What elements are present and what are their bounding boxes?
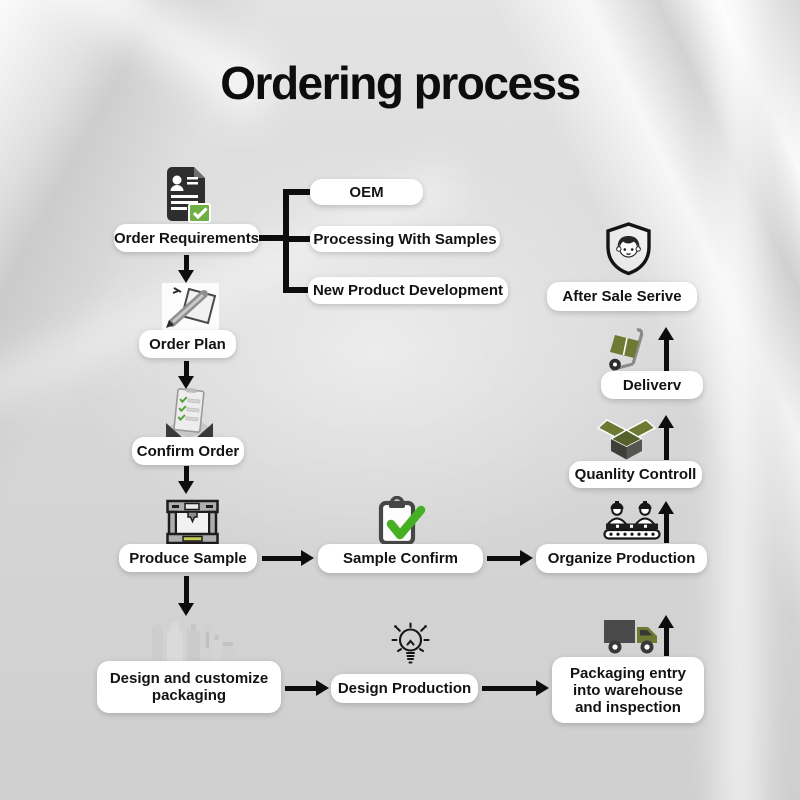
connector-line: [289, 236, 310, 242]
node-oem: OEM: [310, 179, 423, 205]
flow-arrow-down: [178, 576, 194, 616]
clipboard-check-icon: [378, 496, 426, 545]
node-label: Packaging entry: [570, 664, 686, 682]
node-organize-production: Organize Production: [536, 544, 707, 573]
connector-line: [283, 189, 289, 293]
node-label: Sample Confirm: [342, 550, 459, 567]
node-design-and-customize-packaging: Design and customize packaging: [97, 661, 281, 713]
flow-arrow-up: [658, 415, 674, 460]
checklist-hands-icon: [166, 388, 213, 438]
node-label: Processing With Samples: [313, 230, 497, 248]
document-check-icon: [167, 167, 211, 223]
flow-arrow-up: [658, 327, 674, 371]
node-sample-confirm: Sample Confirm: [318, 544, 483, 573]
open-box-icon: [596, 419, 657, 460]
node-label: Produce Sample: [129, 549, 247, 567]
node-label: Organize Production: [547, 550, 696, 567]
sample-machine-icon: [166, 499, 219, 545]
background-streak: [706, 0, 776, 800]
node-order-requirements: Order Requirements: [114, 224, 259, 252]
assembly-line-workers-icon: [603, 501, 661, 540]
node-label: Deliverv: [622, 376, 682, 394]
node-label: packaging: [151, 687, 227, 704]
flow-arrow-down: [178, 361, 194, 389]
node-produce-sample: Produce Sample: [119, 544, 257, 572]
shield-face-icon: [606, 222, 651, 276]
node-label: Confirm Order: [136, 442, 240, 460]
node-after-sale-serive: After Sale Serive: [547, 282, 697, 311]
node-label: Quanlity Controll: [574, 466, 697, 483]
node-label: into warehouse: [572, 681, 684, 699]
connector-line: [289, 287, 308, 293]
node-label: Order Requirements: [113, 229, 260, 247]
pencil-plan-icon: [162, 283, 219, 331]
node-label: OEM: [349, 183, 384, 201]
node-label: Order Plan: [149, 335, 226, 353]
node-new-product-development: New Product Development: [308, 277, 508, 304]
flow-arrow-down: [178, 255, 194, 283]
flow-arrow-up: [658, 615, 674, 656]
flow-arrow-down: [178, 466, 194, 494]
node-label: and inspection: [575, 698, 681, 716]
node-label: After Sale Serive: [562, 288, 682, 305]
node-confirm-order: Confirm Order: [132, 437, 244, 465]
node-packaging-entry: Packaging entry into warehouse and inspe…: [552, 657, 704, 723]
node-deliverv: Deliverv: [601, 371, 703, 399]
connector-line: [257, 235, 285, 241]
connector-line: [289, 189, 310, 195]
hand-truck-icon: [609, 328, 644, 372]
node-label: Design Production: [337, 680, 472, 697]
flow-arrow-right: [285, 680, 329, 696]
flow-arrow-up: [658, 501, 674, 543]
node-order-plan: Order Plan: [139, 330, 236, 358]
flow-arrow-right: [262, 550, 314, 566]
node-label: New Product Development: [312, 282, 504, 299]
delivery-truck-icon: [604, 620, 657, 654]
lightbulb-icon: [391, 622, 430, 664]
node-design-production: Design Production: [331, 674, 478, 703]
node-processing-with-samples: Processing With Samples: [310, 226, 500, 252]
node-label: Design and customize: [109, 670, 269, 687]
cosmetic-bottles-icon: [152, 622, 234, 661]
page-title: Ordering process: [220, 57, 581, 109]
node-quanlity-controll: Quanlity Controll: [569, 461, 702, 488]
flow-arrow-right: [487, 550, 533, 566]
flow-arrow-right: [482, 680, 549, 696]
